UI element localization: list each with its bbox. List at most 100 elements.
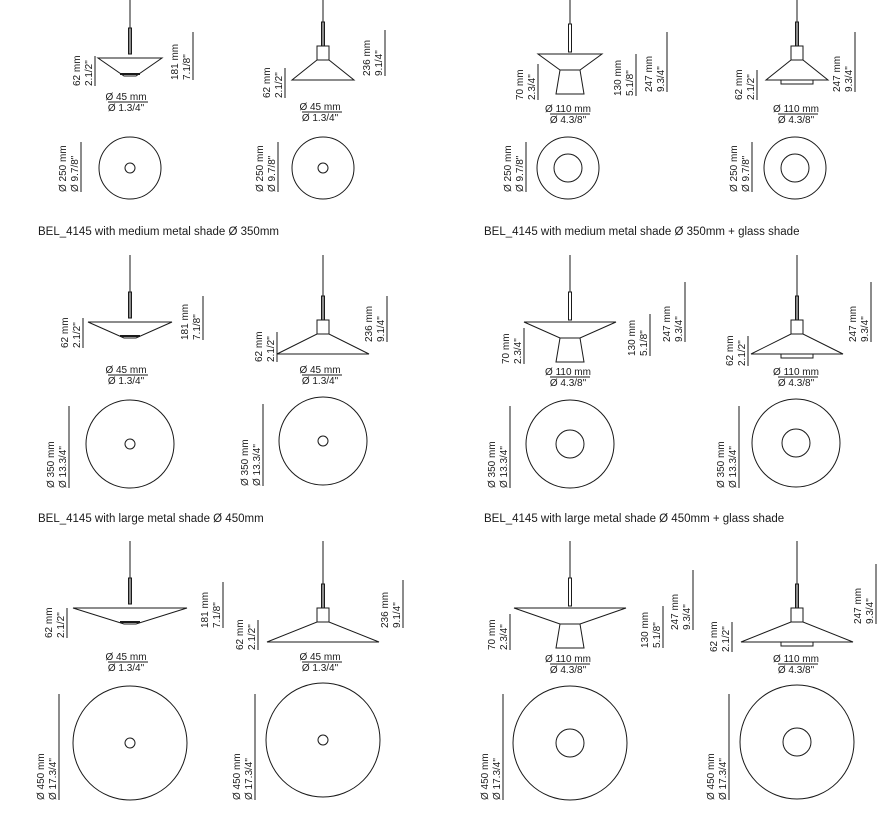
height-dimension-mm: 62 mm bbox=[734, 69, 745, 100]
height-dimension-inch: 9.3/4" bbox=[860, 316, 871, 342]
height-dimension-inch: 2.1/2" bbox=[721, 626, 732, 652]
height-dimension-mm: 236 mm bbox=[362, 40, 373, 76]
top-view-shade bbox=[525, 399, 615, 489]
height-dimension-mm: 70 mm bbox=[515, 69, 526, 100]
diameter-dimension-inch: Ø 4.3/8" bbox=[550, 378, 587, 389]
height-dimension-inch: Ø 13.3/4" bbox=[728, 446, 739, 488]
height-dimension-mm: Ø 450 mm bbox=[36, 753, 47, 800]
height-dimension-mm: 247 mm bbox=[848, 306, 859, 342]
top-view-shade bbox=[291, 136, 355, 200]
height-dimension-inch: 2.1/2" bbox=[737, 340, 748, 366]
top-view-shade bbox=[278, 396, 368, 486]
top-view-glass bbox=[555, 429, 585, 459]
height-dimension-mm: 236 mm bbox=[380, 592, 391, 628]
diameter-dimension-mm: Ø 45 mm bbox=[299, 652, 340, 663]
top-view-shade bbox=[512, 685, 628, 801]
height-dimension-inch: Ø 17.3/4" bbox=[492, 758, 503, 800]
height-dimension-inch: 9.3/4" bbox=[682, 604, 693, 630]
height-dimension-mm: Ø 350 mm bbox=[716, 441, 727, 488]
diameter-dimension-inch: Ø 1.3/4" bbox=[108, 103, 145, 114]
stem bbox=[568, 577, 572, 607]
metal-shade-top bbox=[536, 53, 604, 71]
height-dimension-inch: 5.1/8" bbox=[625, 70, 636, 96]
height-dimension-mm: 70 mm bbox=[501, 333, 512, 364]
height-dimension-mm: 62 mm bbox=[725, 335, 736, 366]
metal-shade-flat bbox=[87, 321, 173, 339]
height-dimension-mm: 62 mm bbox=[709, 621, 720, 652]
diameter-dimension-inch: Ø 4.3/8" bbox=[550, 115, 587, 126]
diameter-dimension-mm: Ø 45 mm bbox=[105, 652, 146, 663]
height-dimension-mm: 70 mm bbox=[487, 619, 498, 650]
height-dimension-mm: 62 mm bbox=[235, 619, 246, 650]
height-dimension-inch: 9.3/4" bbox=[865, 598, 876, 624]
top-view-cable bbox=[317, 435, 329, 447]
top-view-cable bbox=[124, 438, 136, 450]
top-view-glass bbox=[553, 153, 583, 183]
height-dimension-inch: 5.1/8" bbox=[639, 330, 650, 356]
top-view-cable bbox=[317, 162, 329, 174]
lamp-holder bbox=[790, 45, 804, 61]
height-dimension-mm: 236 mm bbox=[364, 306, 375, 342]
section-heading: BEL_4145 with medium metal shade Ø 350mm bbox=[38, 226, 279, 238]
height-dimension-mm: Ø 450 mm bbox=[706, 753, 717, 800]
height-dimension-inch: 2.3/4" bbox=[499, 624, 510, 650]
height-dimension-mm: 62 mm bbox=[44, 607, 55, 638]
metal-shade-flat bbox=[72, 607, 188, 625]
height-dimension-inch: 2.1/2" bbox=[274, 72, 285, 98]
glass-shade bbox=[780, 79, 814, 85]
height-dimension-mm: 247 mm bbox=[853, 588, 864, 624]
diameter-dimension-mm: Ø 45 mm bbox=[105, 92, 146, 103]
stem bbox=[128, 27, 132, 55]
height-dimension-inch: Ø 13.3/4" bbox=[252, 444, 263, 486]
height-dimension-inch: 2.1/2" bbox=[72, 322, 83, 348]
height-dimension-inch: Ø 17.3/4" bbox=[244, 758, 255, 800]
top-view-cable bbox=[124, 162, 136, 174]
section-heading: BEL_4145 with medium metal shade Ø 350mm… bbox=[484, 226, 799, 238]
height-dimension-mm: Ø 250 mm bbox=[255, 145, 266, 192]
height-dimension-inch: 9.3/4" bbox=[656, 66, 667, 92]
top-view-shade bbox=[72, 685, 188, 801]
height-dimension-inch: Ø 9.7/8" bbox=[70, 155, 81, 192]
height-dimension-mm: Ø 450 mm bbox=[232, 753, 243, 800]
height-dimension-inch: 5.1/8" bbox=[652, 622, 663, 648]
diameter-dimension-mm: Ø 110 mm bbox=[545, 367, 591, 378]
height-dimension-inch: 2.1/2" bbox=[247, 624, 258, 650]
glass-shade bbox=[555, 337, 585, 363]
glass-shade bbox=[555, 69, 585, 95]
metal-shade-top bbox=[513, 607, 627, 625]
section-heading: BEL_4145 with large metal shade Ø 450mm … bbox=[484, 513, 784, 525]
height-dimension-mm: 247 mm bbox=[832, 56, 843, 92]
metal-shade-cone bbox=[764, 59, 830, 81]
metal-shade-top bbox=[523, 321, 617, 339]
height-dimension-mm: 62 mm bbox=[262, 67, 273, 98]
height-dimension-inch: 9.1/4" bbox=[376, 316, 387, 342]
top-view-glass bbox=[555, 728, 585, 758]
height-dimension-inch: Ø 13.3/4" bbox=[499, 446, 510, 488]
height-dimension-mm: 181 mm bbox=[170, 44, 181, 80]
height-dimension-inch: 2.1/2" bbox=[56, 612, 67, 638]
height-dimension-inch: 2.1/2" bbox=[266, 336, 277, 362]
height-dimension-inch: 9.1/4" bbox=[392, 602, 403, 628]
height-dimension-mm: 130 mm bbox=[627, 320, 638, 356]
stem bbox=[128, 291, 132, 319]
metal-shade-cone bbox=[276, 333, 370, 355]
diameter-dimension-inch: Ø 1.3/4" bbox=[108, 663, 145, 674]
height-dimension-mm: Ø 350 mm bbox=[487, 441, 498, 488]
height-dimension-inch: Ø 9.7/8" bbox=[741, 155, 752, 192]
metal-shade-cone bbox=[266, 621, 380, 643]
height-dimension-mm: Ø 350 mm bbox=[46, 441, 57, 488]
top-view-glass bbox=[780, 153, 810, 183]
top-view-shade bbox=[763, 136, 827, 200]
diameter-dimension-mm: Ø 110 mm bbox=[773, 367, 819, 378]
height-dimension-inch: 2.1/2" bbox=[84, 60, 95, 86]
diameter-dimension-mm: Ø 45 mm bbox=[299, 365, 340, 376]
height-dimension-mm: 62 mm bbox=[72, 55, 83, 86]
top-view-shade bbox=[98, 136, 162, 200]
metal-shade-flat bbox=[96, 57, 164, 77]
height-dimension-mm: 247 mm bbox=[670, 594, 681, 630]
diameter-dimension-mm: Ø 110 mm bbox=[545, 104, 591, 115]
top-view-glass bbox=[782, 727, 812, 757]
diameter-dimension-inch: Ø 4.3/8" bbox=[778, 115, 815, 126]
lamp-holder bbox=[316, 45, 330, 61]
height-dimension-mm: 130 mm bbox=[640, 612, 651, 648]
